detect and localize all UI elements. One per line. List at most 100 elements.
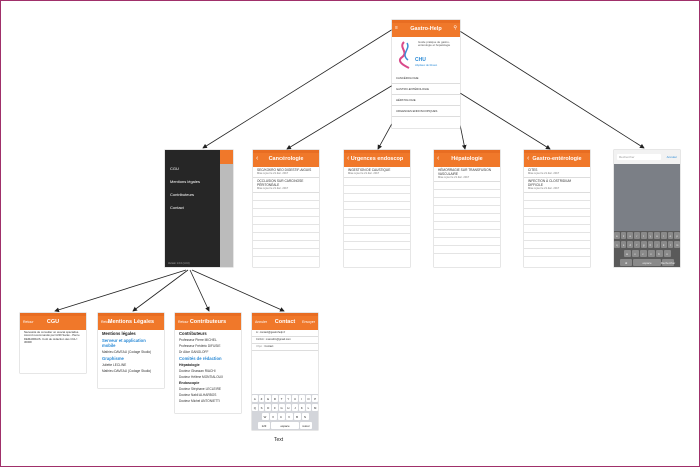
keyboard-space-key[interactable]: espace [633,259,661,266]
search-icon[interactable]: ⚲ [453,25,457,31]
back-button[interactable]: Retour [101,320,112,324]
keyboard-key[interactable]: S [258,404,265,411]
keyboard-globe-key[interactable]: ⊕ [620,259,632,266]
sidebar-item-contact[interactable]: Contact [170,205,184,210]
cancel-button[interactable]: Annuler [666,155,677,159]
keyboard-key[interactable]: P [312,395,318,402]
keyboard-key[interactable]: O [305,395,312,402]
keyboard-key[interactable]: n [663,250,671,257]
back-icon[interactable]: ‹ [527,155,530,162]
keyboard-numbers-key[interactable]: 123 [258,422,270,429]
screen-urgences: ‹Urgences endoscop INGESTION DE CAUSTIQU… [344,150,410,267]
keyboard-key[interactable]: t [640,232,647,239]
cancel-button[interactable]: Annuler [255,320,268,324]
keyboard-key[interactable]: o [667,232,674,239]
keyboard-key[interactable]: J [292,404,298,411]
to-field[interactable]: A : contact@gastrohelp.fr [252,330,318,337]
keyboard-key[interactable]: k [660,241,667,248]
cc-field[interactable]: Cc/Cci : marcelitn@gmail.com [252,337,318,344]
keyboard-key[interactable]: W [261,413,269,420]
keyboard-key[interactable]: m [674,241,680,248]
keyboard-key[interactable]: Z [258,395,265,402]
keyboard-key[interactable]: a [614,232,620,239]
keyboard-key[interactable]: L [305,404,312,411]
back-icon[interactable]: ‹ [256,155,259,162]
keyboard-key[interactable]: q [614,241,620,248]
keyboard-key[interactable]: z [620,232,627,239]
keyboard-key[interactable]: B [293,413,301,420]
sidebar-item-cgu[interactable]: CGU [170,166,179,171]
keyboard-key[interactable]: K [298,404,305,411]
home-menu-item-hepatologie[interactable]: HÉPATOLOGIE [392,95,460,106]
sidebar-version: Version 1.0.0 (1.0.0) [168,262,190,265]
keyboard-key[interactable]: v [647,250,655,257]
keyboard-key[interactable]: D [265,404,272,411]
keyboard-key[interactable]: E [265,395,272,402]
subject-field[interactable]: Objet : Contact [252,344,318,351]
page-title: Hépatologie [451,156,483,162]
sidebar-item-mentions[interactable]: Mentions légales [170,179,201,184]
keyboard-key[interactable]: l [667,241,674,248]
keyboard-key[interactable]: g [640,241,647,248]
keyboard-key[interactable]: e [627,232,634,239]
list-divider [434,230,500,238]
keyboard-key[interactable]: U [292,395,298,402]
keyboard-key[interactable]: u [654,232,660,239]
keyboard-key[interactable]: R [272,395,278,402]
list-divider [434,222,500,230]
keyboard-key[interactable]: T [278,395,285,402]
keyboard-return-key[interactable]: retour [300,422,312,429]
keyboard-key[interactable]: X [269,413,277,420]
keyboard-key[interactable]: i [660,232,667,239]
keyboard-key[interactable]: f [634,241,640,248]
home-menu-item-cancerologie[interactable]: CANCÉROLOGIE [392,73,460,84]
keyboard-key[interactable]: w [623,250,631,257]
keyboard-key[interactable]: H [285,404,292,411]
list-divider [524,225,590,233]
keyboard-key[interactable]: d [627,241,634,248]
keyboard-key[interactable]: Y [285,395,292,402]
keyboard-key[interactable]: j [654,241,660,248]
menu-icon[interactable]: ≡ [395,25,398,31]
keyboard-key[interactable]: I [298,395,305,402]
search-input[interactable]: Rechercher [617,154,661,160]
home-menu-item-gastro[interactable]: GASTRO-ENTÉROLOGIE [392,84,460,95]
back-icon[interactable]: ‹ [437,155,440,162]
page-title: Contributeurs [189,319,227,325]
keyboard-key[interactable]: c [639,250,647,257]
keyboard-space-key[interactable]: espace [271,422,299,429]
keyboard-key[interactable]: A [252,395,258,402]
keyboard-key[interactable]: p [674,232,680,239]
screen-home: ≡ Gastro-Help ⚲ Guide pratique de gastro… [392,20,460,128]
keyboard-key[interactable]: Q [252,404,258,411]
keyboard-key[interactable]: M [312,404,318,411]
section-heading: Endoscopie [179,381,200,385]
keyboard-key[interactable]: G [278,404,285,411]
list-divider [344,218,410,226]
keyboard-key[interactable]: b [655,250,663,257]
back-icon[interactable]: ‹ [347,155,350,162]
back-button[interactable]: Retour [178,320,189,324]
keyboard-key[interactable]: h [647,241,654,248]
sidebar-item-contributeurs[interactable]: Contributeurs [170,192,195,197]
keyboard-key[interactable]: N [301,413,309,420]
keyboard-key[interactable]: s [620,241,627,248]
keyboard-key[interactable]: C [277,413,285,420]
home-menu-item-urgences[interactable]: URGENCES ENDOSCOPIQUES [392,106,460,117]
keyboard-key[interactable]: V [285,413,293,420]
page-title: Mentions Légales [107,319,155,325]
keyboard-key[interactable]: F [272,404,278,411]
keyboard-key[interactable]: y [647,232,654,239]
back-button[interactable]: Retour [23,320,34,324]
keyboard-search-key[interactable]: Rechercher [660,259,676,266]
keyboard-key[interactable]: r [634,232,640,239]
keyboard-key[interactable]: x [631,250,639,257]
send-button[interactable]: Envoyer [302,320,315,324]
